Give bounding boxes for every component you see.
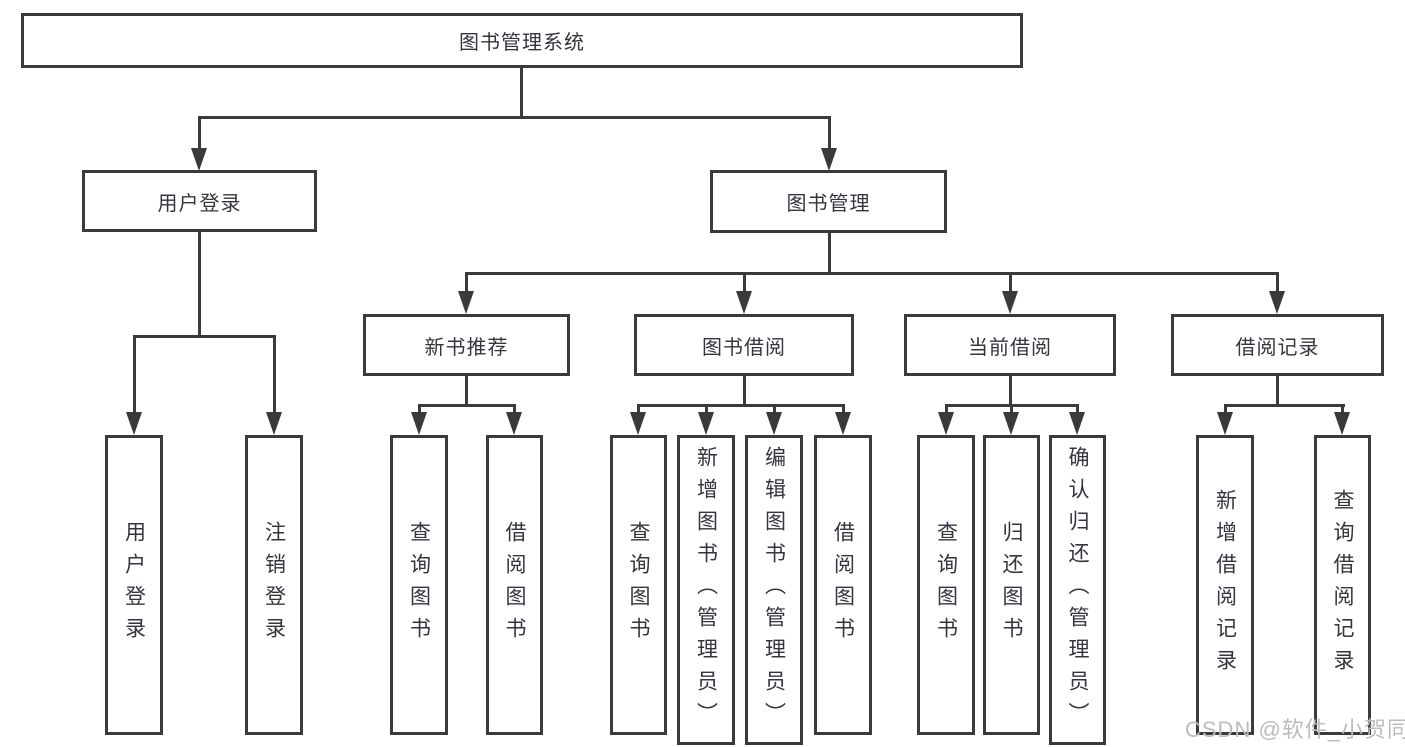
arrow-down-icon — [835, 412, 851, 435]
node-library-management-system-label: 图书管理系统 — [459, 32, 585, 54]
connector-vline — [773, 404, 776, 416]
arrow-down-icon — [458, 291, 474, 314]
connector-vline — [1009, 376, 1012, 406]
connector-hline — [637, 404, 845, 407]
leaf-query-books-current-label: 查询图书 — [934, 521, 958, 649]
node-library-management-system: 图书管理系统 — [21, 13, 1023, 68]
node-book-management-label: 图书管理 — [786, 193, 871, 215]
leaf-edit-books-admin: 编辑图书（管理员） — [745, 435, 803, 745]
connector-vline — [828, 233, 831, 274]
connector-vline — [842, 404, 845, 416]
leaf-borrow-books-recommend-label: 借阅图书 — [503, 521, 526, 649]
arrow-down-icon — [1002, 291, 1018, 314]
leaf-query-books-recommend: 查询图书 — [390, 435, 448, 735]
connector-vline — [520, 68, 523, 118]
connector-hline — [465, 272, 1279, 275]
leaf-query-books-borrowing: 查询图书 — [610, 435, 667, 735]
leaf-borrow-books: 借阅图书 — [814, 435, 872, 735]
node-new-book-recommend: 新书推荐 — [363, 314, 570, 376]
connector-vline — [1076, 404, 1079, 416]
leaf-user-login-label: 用户登录 — [122, 521, 146, 649]
arrow-down-icon — [191, 148, 207, 171]
connector-vline — [637, 404, 640, 416]
connector-vline — [705, 404, 708, 416]
connector-vline — [465, 376, 468, 406]
connector-vline — [418, 404, 421, 416]
arrow-down-icon — [1003, 412, 1019, 435]
leaf-query-books-borrowing-label: 查询图书 — [627, 521, 650, 649]
arrow-down-icon — [266, 412, 282, 435]
leaf-add-borrow-record-label: 新增借阅记录 — [1213, 489, 1237, 681]
leaf-query-borrow-record-label: 查询借阅记录 — [1331, 489, 1354, 681]
leaf-add-books-admin-label: 新增图书（管理员） — [694, 446, 718, 734]
connector-vline — [133, 335, 136, 415]
node-book-management: 图书管理 — [710, 170, 947, 233]
node-current-borrowing-label: 当前借阅 — [968, 336, 1052, 359]
node-borrowing-records: 借阅记录 — [1171, 314, 1384, 376]
connector-vline — [945, 404, 948, 416]
arrow-down-icon — [1217, 412, 1233, 435]
node-book-borrowing: 图书借阅 — [634, 314, 854, 376]
arrow-down-icon — [1334, 412, 1350, 435]
connector-vline — [513, 404, 516, 416]
connector-vline — [198, 116, 201, 150]
node-user-login-label: 用户登录 — [157, 192, 242, 215]
connector-vline — [743, 376, 746, 406]
connector-vline — [273, 335, 276, 415]
arrow-down-icon — [411, 412, 427, 435]
arrow-down-icon — [938, 412, 954, 435]
connector-vline — [465, 272, 468, 294]
arrow-down-icon — [506, 412, 522, 435]
node-book-borrowing-label: 图书借阅 — [702, 336, 786, 359]
leaf-query-books-current: 查询图书 — [917, 435, 975, 735]
connector-vline — [1010, 404, 1013, 416]
arrow-down-icon — [630, 412, 646, 435]
connector-vline — [1276, 272, 1279, 294]
connector-vline — [198, 232, 201, 337]
arrow-down-icon — [821, 148, 837, 171]
arrow-down-icon — [698, 412, 714, 435]
leaf-logout-label: 注销登录 — [262, 521, 286, 649]
leaf-add-borrow-record: 新增借阅记录 — [1196, 435, 1254, 735]
node-user-login: 用户登录 — [82, 170, 317, 232]
leaf-confirm-return-admin-label: 确认归还（管理员） — [1066, 446, 1089, 734]
leaf-query-borrow-record: 查询借阅记录 — [1314, 435, 1371, 735]
arrow-down-icon — [126, 412, 142, 435]
csdn-watermark: CSDN @软件_小贺同学 — [1185, 717, 1405, 742]
connector-vline — [1224, 404, 1227, 416]
connector-vline — [828, 116, 831, 150]
connector-hline — [198, 116, 831, 119]
leaf-return-books-label: 归还图书 — [1000, 521, 1023, 649]
connector-hline — [1224, 404, 1345, 407]
leaf-confirm-return-admin: 确认归还（管理员） — [1049, 435, 1106, 745]
leaf-logout: 注销登录 — [245, 435, 303, 735]
connector-hline — [133, 335, 276, 338]
leaf-edit-books-admin-label: 编辑图书（管理员） — [762, 446, 786, 734]
leaf-add-books-admin: 新增图书（管理员） — [677, 435, 735, 745]
arrow-down-icon — [736, 291, 752, 314]
node-new-book-recommend-label: 新书推荐 — [424, 336, 509, 359]
connector-vline — [1009, 272, 1012, 294]
node-current-borrowing: 当前借阅 — [904, 314, 1116, 376]
connector-hline — [418, 404, 516, 407]
node-borrowing-records-label: 借阅记录 — [1235, 336, 1320, 359]
leaf-return-books: 归还图书 — [983, 435, 1040, 735]
arrow-down-icon — [1269, 291, 1285, 314]
connector-vline — [743, 272, 746, 294]
leaf-user-login: 用户登录 — [105, 435, 163, 735]
connector-vline — [1341, 404, 1344, 416]
leaf-borrow-books-recommend: 借阅图书 — [486, 435, 543, 735]
leaf-borrow-books-label: 借阅图书 — [831, 521, 855, 649]
arrow-down-icon — [1069, 412, 1085, 435]
arrow-down-icon — [766, 412, 782, 435]
leaf-query-books-recommend-label: 查询图书 — [407, 521, 431, 649]
connector-vline — [1276, 376, 1279, 406]
